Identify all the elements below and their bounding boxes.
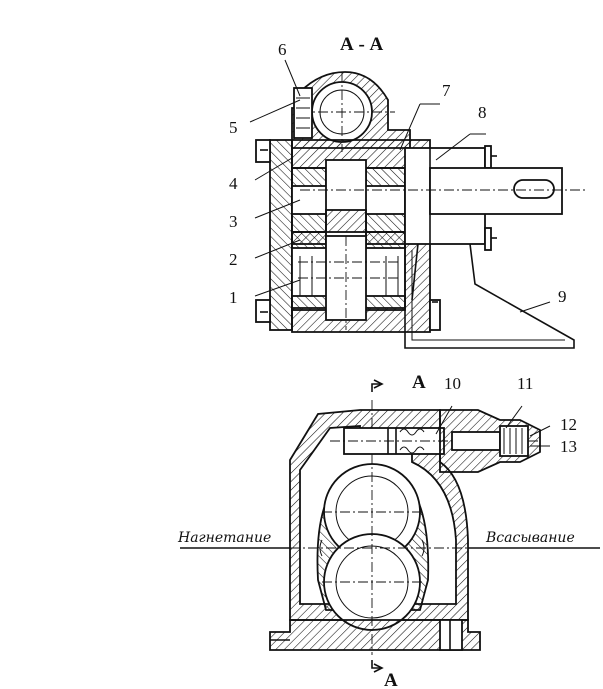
callout-13: 13 xyxy=(560,437,577,456)
callout-10: 10 xyxy=(444,374,461,393)
callout-8: 8 xyxy=(478,103,487,122)
callout-3: 3 xyxy=(229,212,238,231)
mounting-bracket xyxy=(404,243,575,349)
callout-leaders-bottom xyxy=(435,405,551,447)
callout-6: 6 xyxy=(278,40,287,59)
plug xyxy=(293,87,313,139)
callout-12: 12 xyxy=(560,415,577,434)
callout-9: 9 xyxy=(558,287,567,306)
section-title: А - А xyxy=(340,34,384,55)
callout-11: 11 xyxy=(517,374,533,393)
callout-4: 4 xyxy=(229,174,238,193)
callout-7: 7 xyxy=(442,81,451,100)
front-view xyxy=(180,379,600,673)
section-view xyxy=(249,59,585,349)
left-cover xyxy=(269,139,293,331)
section-mark-bottom: А xyxy=(384,670,398,689)
callout-2: 2 xyxy=(229,250,238,269)
section-mark-top: А xyxy=(412,372,426,393)
callout-5: 5 xyxy=(229,118,238,137)
callout-1: 1 xyxy=(229,288,238,307)
flow-discharge-label: Нагнетание xyxy=(177,530,271,546)
callout-leaders-top xyxy=(249,59,551,313)
flow-suction-label: Всасывание xyxy=(485,530,575,546)
base-flange xyxy=(269,619,481,651)
